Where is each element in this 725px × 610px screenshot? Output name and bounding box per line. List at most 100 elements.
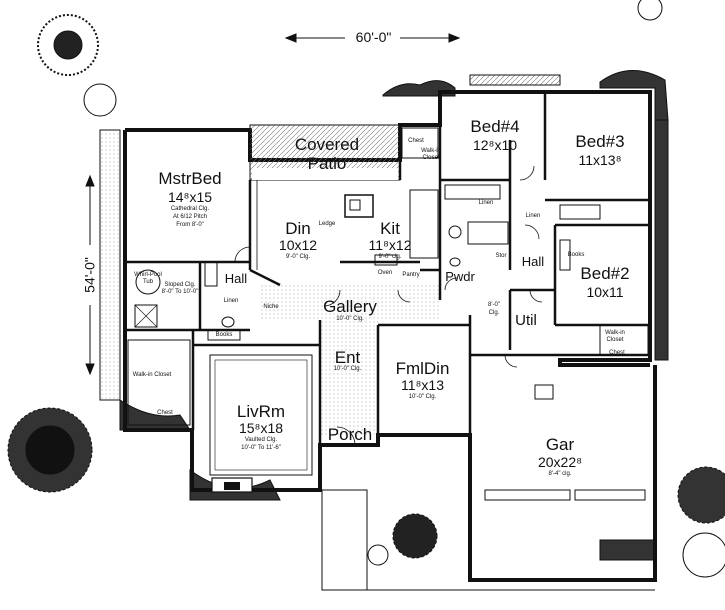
- linen-left-label: Linen: [223, 298, 239, 304]
- entry-floor: [320, 320, 378, 435]
- landscaping: [7, 0, 725, 578]
- bed4-size: 12⁸x10: [472, 137, 518, 153]
- tree-top-left-core: [53, 30, 83, 60]
- kit-name: Kit: [380, 219, 400, 238]
- shrub-bottom-right: [682, 532, 725, 578]
- whirlpool-label: Whirl-Pool Tub: [134, 272, 162, 285]
- mstrbed-name: MstrBed: [158, 169, 222, 188]
- din-size: 10x12: [278, 237, 318, 253]
- width-dimension: 60'-0": [355, 29, 392, 45]
- hall-left-name: Hall: [224, 271, 248, 286]
- door-swings: [234, 165, 543, 446]
- books-shelf-right: [559, 239, 571, 271]
- niche-label: Niche: [263, 304, 279, 310]
- livrm-note1: Vaulted Clg.: [244, 437, 278, 443]
- sloped-label: Sloped Clg. 8'-0" To 10'-0": [161, 282, 199, 296]
- chest-right-label: Chest: [609, 350, 625, 356]
- kit-note: 9'-0" clg.: [378, 254, 402, 260]
- porch-name: Porch: [327, 425, 373, 444]
- shrub-top-right: [637, 0, 663, 21]
- shrubs-garage: [599, 539, 656, 561]
- linen-top-label: Linen: [478, 200, 494, 206]
- util-name: Util: [515, 312, 537, 329]
- livrm-name: LivRm: [236, 402, 286, 421]
- shrubs-top-hatched: [469, 74, 561, 86]
- master-walkin-closet: [127, 339, 191, 426]
- mstrbed-size: 14⁸x15: [167, 189, 213, 205]
- depth-dimension: 54'-0": [81, 257, 98, 293]
- shrubs-top-right: [599, 70, 669, 121]
- gallery-floor: [260, 285, 440, 320]
- gallery-name: Gallery: [323, 297, 377, 316]
- bed3-closet: [559, 204, 601, 220]
- pwdr-toilet: [449, 257, 461, 267]
- shrub-top-left: [83, 83, 117, 117]
- ledge-label: Ledge: [318, 221, 336, 227]
- fmldin-size: 11⁸x13: [400, 377, 444, 393]
- shrubs-top: [382, 80, 456, 97]
- bed2-size: 10x11: [586, 284, 624, 300]
- walkin-right-label: Walk-in Closet: [605, 330, 625, 343]
- books-right-label: Books: [567, 252, 585, 258]
- util-note1: 8'-0": [488, 302, 500, 308]
- kit-size: 11⁸x12: [368, 237, 412, 253]
- mstrbed-note2: At 6/12 Pitch: [172, 214, 208, 220]
- kitchen-sink: [349, 199, 361, 211]
- pantry-label: Pantry: [402, 272, 420, 278]
- depth-arrow-bottom: [85, 363, 95, 376]
- tree-bottom-right: [677, 466, 725, 524]
- tree-bottom-left-core: [25, 425, 75, 475]
- din-note: 9'-0" Clg.: [285, 254, 311, 260]
- util-note2: Clg.: [488, 310, 500, 316]
- oven-box: [374, 254, 398, 266]
- width-arrow-right: [448, 33, 461, 43]
- kitchen-island: [344, 194, 374, 218]
- fmldin-note: 10'-0" Clg.: [408, 394, 437, 400]
- ent-note: 10'-0" Clg.: [333, 366, 362, 372]
- mstrbed-note1: Cathedral Clg.: [170, 206, 210, 212]
- bed4-name: Bed#4: [470, 117, 520, 136]
- stor-label: Stor: [495, 253, 507, 259]
- master-vanity: [204, 261, 218, 287]
- interior-walls: [125, 92, 650, 445]
- kitchen-counter: [409, 189, 439, 259]
- gar-name: Gar: [545, 435, 575, 454]
- fmldin-name: FmlDin: [395, 359, 450, 378]
- ent-name: Ent: [334, 348, 361, 367]
- fireplace-hearth: [224, 482, 240, 490]
- shower: [134, 304, 158, 328]
- pwdr-name: Pwdr: [445, 269, 475, 284]
- chest-left-label: Chest: [157, 410, 173, 416]
- walkin-left-label: Walk-in Closet: [132, 372, 172, 378]
- gar-size: 20x22⁸: [537, 454, 583, 470]
- tree-front-walk: [392, 513, 438, 559]
- depth-arrow-top: [85, 174, 95, 187]
- mstrbed-note3: From 8'-0": [176, 222, 204, 228]
- whirlpool-tub: [135, 269, 161, 295]
- livrm-ceiling-inner: [214, 359, 308, 471]
- bath-vanity: [444, 184, 501, 200]
- garage-door-left: [484, 489, 571, 501]
- bed4-walkin-closet: [401, 127, 439, 159]
- covered-patio-label-2: Patio: [307, 154, 347, 173]
- front-walk: [321, 489, 368, 591]
- bath-tub: [467, 221, 509, 245]
- hall-right-name: Hall: [521, 254, 545, 269]
- bed3-name: Bed#3: [575, 132, 625, 151]
- covered-patio-label: Covered: [294, 135, 360, 154]
- books-shelf-left: [207, 329, 241, 341]
- covered-patio-edge: [252, 168, 398, 180]
- bed-left-planting: [99, 129, 121, 401]
- livrm-note2: 10'-0" To 11'-6": [241, 445, 281, 451]
- chest-top-label: Chest: [408, 138, 424, 144]
- gallery-note: 10'-0" Clg.: [336, 316, 364, 322]
- bath-toilet: [448, 225, 462, 239]
- shrub-front-walk: [367, 544, 389, 566]
- bed3-size: 11x13⁸: [578, 152, 622, 168]
- width-arrow-left: [284, 33, 297, 43]
- master-toilet: [221, 316, 235, 328]
- tree-top-left: [37, 14, 99, 76]
- garage-storage: [534, 384, 554, 400]
- livrm-ceiling-outline: [209, 354, 313, 476]
